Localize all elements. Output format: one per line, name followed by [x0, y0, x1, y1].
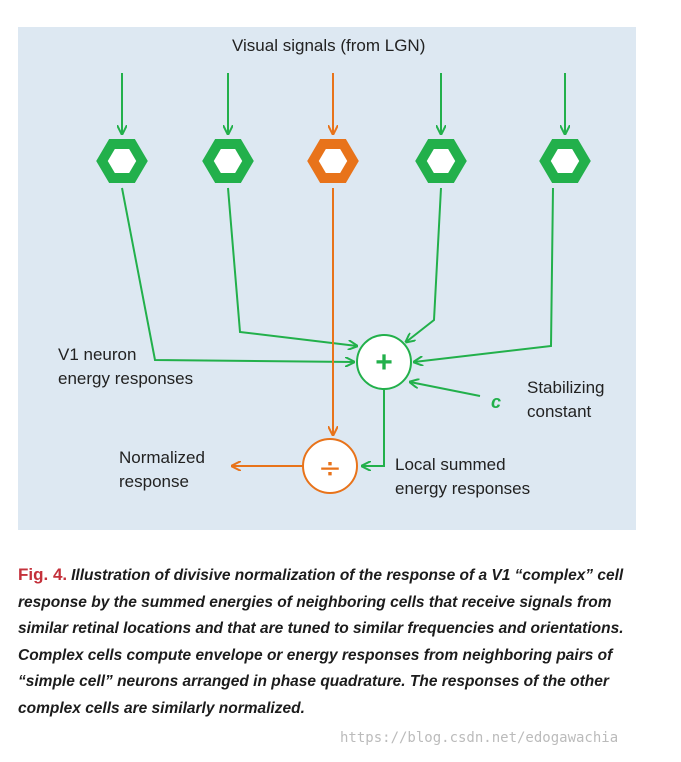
connection-5-to-sum — [414, 187, 554, 362]
connection-2-to-sum — [227, 187, 357, 346]
watermark: https://blog.csdn.net/edogawachia — [340, 730, 619, 746]
v1-neuron-label: V1 neuron energy responses — [58, 343, 193, 391]
neuron-hexagon-5 — [539, 139, 591, 183]
caption-text: Illustration of divisive normalization o… — [18, 567, 624, 717]
local-label-line1: Local summed — [395, 455, 506, 474]
v1-neuron-label-line2: energy responses — [58, 369, 194, 388]
figure-label: Fig. 4. — [18, 565, 68, 584]
neuron-hexagon-3 — [307, 139, 359, 183]
stabilizing-constant-label: Stabilizing constant — [527, 376, 605, 424]
connection-1-to-sum — [121, 187, 354, 362]
stabilizing-label-line1: Stabilizing — [527, 378, 605, 397]
normalized-response-label: Normalized response — [119, 446, 205, 494]
local-summed-label: Local summed energy responses — [395, 453, 530, 501]
normalized-label-line2: response — [119, 472, 189, 491]
stabilizing-c-symbol: c — [491, 392, 501, 412]
sum-to-divide-connection — [362, 389, 385, 466]
plus-symbol: + — [375, 346, 393, 379]
neuron-hexagon-2 — [202, 139, 254, 183]
divide-symbol: ÷ — [318, 451, 341, 484]
normalized-label-line1: Normalized — [119, 448, 205, 467]
diagram-title: Visual signals (from LGN) — [232, 36, 426, 55]
neuron-hexagon-4 — [415, 139, 467, 183]
figure-caption: Fig. 4.Illustration of divisive normaliz… — [18, 562, 658, 722]
neuron-hexagon-1 — [96, 139, 148, 183]
v1-neuron-label-line1: V1 neuron — [58, 345, 137, 364]
stabilizing-label-line2: constant — [527, 402, 592, 421]
local-label-line2: energy responses — [395, 479, 531, 498]
connection-4-to-sum — [406, 187, 442, 342]
stabilizing-arrow — [410, 382, 481, 397]
